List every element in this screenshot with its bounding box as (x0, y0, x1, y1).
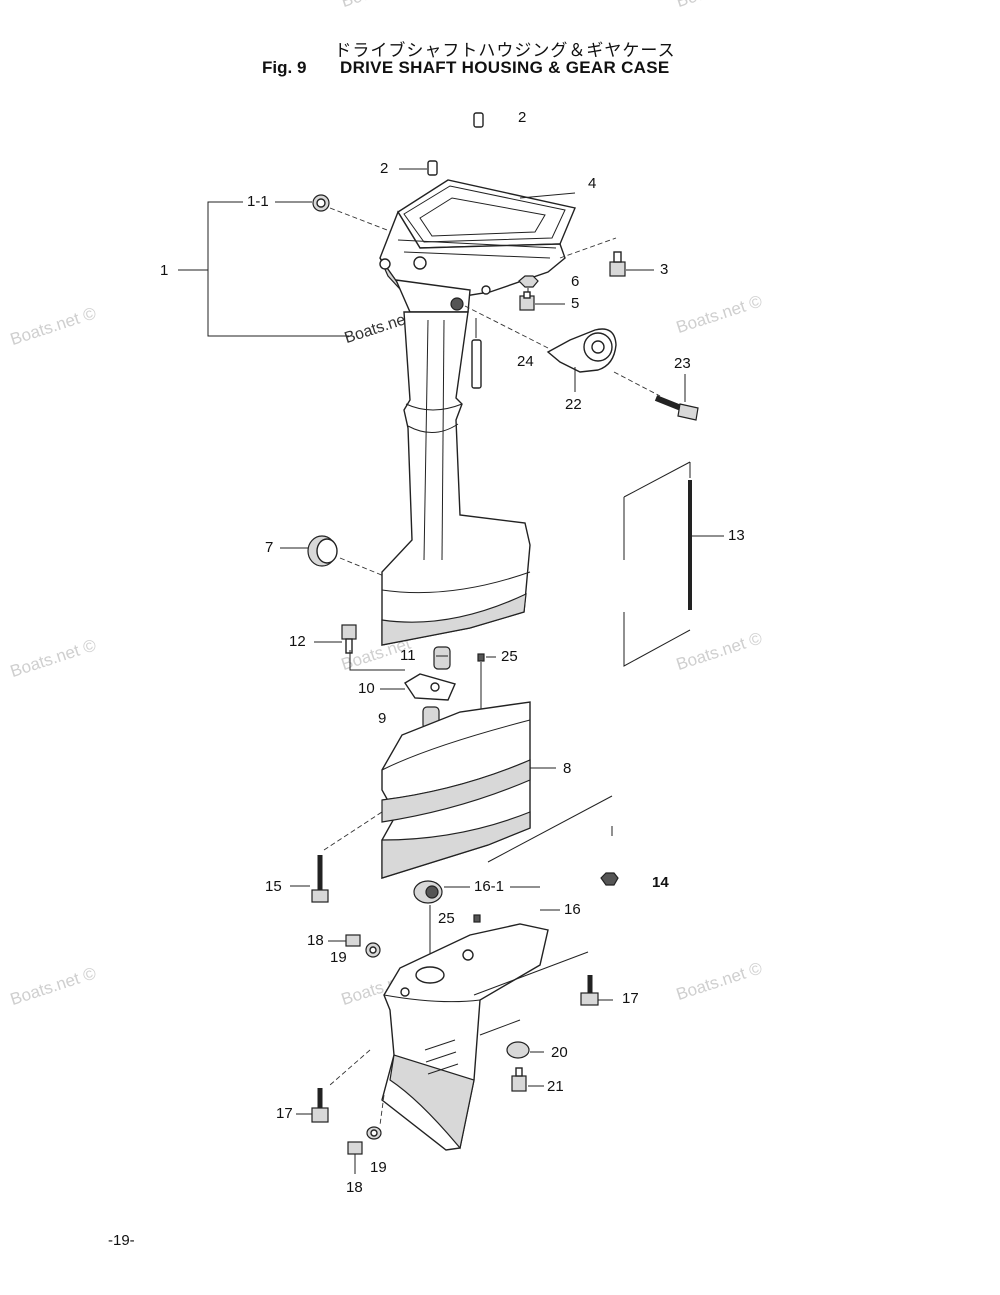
callout-17-right: 17 (622, 990, 639, 1007)
callout-4: 4 (588, 175, 597, 192)
callout-16-1: 16-1 (474, 878, 505, 895)
figure-number: Fig. 9 (262, 58, 307, 77)
callout-22: 22 (565, 396, 582, 413)
callout-12: 12 (289, 633, 306, 650)
title-japanese: ドライブシャフトハウジング＆ギヤケース (334, 41, 676, 61)
callout-2-top: 2 (518, 109, 527, 126)
part-17-bolt-right (580, 975, 613, 1006)
callout-3: 3 (660, 261, 669, 278)
part-25-pin-lower (473, 914, 481, 923)
callout-16: 16 (564, 901, 581, 918)
part-13-shift-rod (623, 461, 724, 667)
part-20-plug (506, 1041, 544, 1059)
part-6-nut (518, 275, 539, 294)
part-23-bolt (613, 371, 699, 421)
callout-25-lower: 25 (438, 910, 455, 927)
part-21-screw (511, 1067, 544, 1092)
callout-8: 8 (563, 760, 572, 777)
callout-18-upper: 18 (307, 932, 324, 949)
part-7-grommet (280, 535, 385, 577)
callout-25-upper: 25 (501, 648, 518, 665)
callout-23: 23 (674, 355, 691, 372)
callout-19-lower: 19 (370, 1159, 387, 1176)
part-4-gasket-plate (397, 179, 576, 249)
part-15-bolt (290, 855, 329, 903)
callout-6: 6 (571, 273, 580, 290)
figure-title: DRIVE SHAFT HOUSING & GEAR CASE (340, 58, 670, 77)
part-16-gear-case (329, 909, 589, 1151)
callout-13: 13 (728, 527, 745, 544)
part-1-1-grommet (275, 194, 401, 236)
part-1-driveshaft-housing (381, 311, 531, 646)
callout-17-left: 17 (276, 1105, 293, 1122)
callout-19-upper: 19 (330, 949, 347, 966)
part-1-bracket (178, 201, 349, 337)
part-19-washer-upper (365, 942, 381, 958)
callout-7: 7 (265, 539, 274, 556)
part-22-clamp (464, 305, 617, 392)
callout-20: 20 (551, 1044, 568, 1061)
part-18-bolt-upper (328, 934, 361, 947)
part-17-bolt-left (296, 1088, 329, 1123)
callout-21: 21 (547, 1078, 564, 1095)
part-14-nut (600, 872, 619, 886)
callout-1: 1 (160, 262, 169, 279)
part-11-grommet (433, 646, 451, 670)
part-25-pin-upper (477, 653, 496, 712)
part-1-housing-upper (379, 210, 566, 313)
callout-9: 9 (378, 710, 387, 727)
part-2-pin-top (473, 112, 484, 128)
part-24-pin (471, 318, 482, 389)
callout-14: 14 (652, 874, 669, 891)
callout-11: 11 (400, 647, 416, 664)
page-number: -19- (108, 1232, 135, 1249)
callout-15: 15 (265, 878, 282, 895)
callout-5: 5 (571, 295, 580, 312)
part-12-bolt (314, 624, 357, 654)
part-8-extension (323, 701, 613, 879)
callout-24: 24 (517, 353, 534, 370)
part-2-pin (399, 160, 438, 176)
callout-18-lower: 18 (346, 1179, 363, 1196)
part-5-screw (519, 291, 565, 311)
callout-10: 10 (358, 680, 375, 697)
part-18-bolt-lower (347, 1141, 363, 1174)
part-19-washer-lower (366, 1126, 382, 1140)
part-10-plate (349, 650, 456, 701)
callout-1-1: 1-1 (247, 193, 269, 210)
callout-2: 2 (380, 160, 389, 177)
part-3-bolt (559, 237, 654, 277)
